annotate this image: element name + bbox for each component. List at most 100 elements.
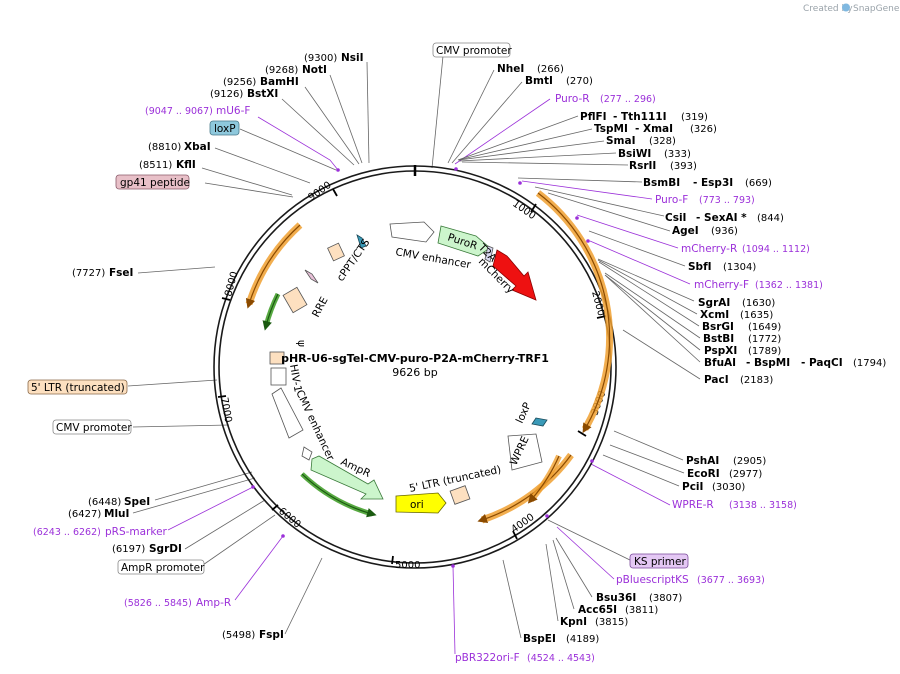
- primer-label: pBluescriptKS: [616, 574, 689, 586]
- boxed-label-cmv-promoter-left: CMV promoter: [56, 422, 132, 434]
- enzyme-label: RsrII: [629, 160, 656, 172]
- enzyme-label: SgrAI: [698, 297, 730, 309]
- green-arc-left-arrow: [262, 293, 279, 331]
- loxp-top-shape: [356, 234, 367, 249]
- boxed-label-ks-primer: KS primer: [634, 556, 686, 568]
- enzyme-label: PacI: [704, 374, 729, 386]
- primer-range: (5826 .. 5845): [124, 598, 192, 609]
- feature-hiv: HIV-1: [287, 363, 304, 393]
- enzyme-pos: (9256): [223, 77, 256, 88]
- enzyme-label: XcmI: [700, 309, 729, 321]
- enzyme-label: EcoRI: [687, 468, 720, 480]
- orange-arc-small-arrow: [527, 455, 560, 504]
- tick-label: 1000: [510, 198, 537, 222]
- enzyme-pos: (1794): [853, 358, 886, 369]
- enzyme-pos: (1304): [723, 262, 756, 273]
- primer-label: mCherry-R: [681, 243, 737, 255]
- boxed-label-gp41: gp41 peptide: [120, 177, 190, 189]
- feature-cppt: cPPT/CTS: [335, 237, 373, 284]
- enzyme-labels-left: (9300) NsiI (9268) NotI (9256) BamHI (91…: [68, 52, 364, 641]
- enzyme-label: Acc65I: [578, 604, 617, 616]
- enzyme-pos: (3030): [712, 482, 745, 493]
- primer-range: (6243 .. 6262): [33, 527, 101, 538]
- orange-arc-lentiviral-top-arrow: [537, 192, 611, 434]
- enzyme-pos: (319): [681, 112, 708, 123]
- enzyme-label: BstBI: [703, 333, 734, 345]
- enzyme-pos: (8810): [148, 142, 181, 153]
- tick-label: 4000: [509, 512, 536, 536]
- ori-shape: [395, 492, 447, 514]
- primer-labels: Puro-R (277 .. 296) Puro-F (773 .. 793) …: [33, 93, 823, 664]
- enzyme-label: FspI: [259, 629, 284, 641]
- enzyme-labels-right: NheI (266) BmtI (270) PflFI - Tth111I (3…: [497, 63, 886, 645]
- feature-ori: ori: [410, 499, 424, 511]
- feature-rre: RRE: [310, 295, 331, 319]
- t2a-shape: [484, 245, 494, 263]
- enzyme-label: BsrGI: [702, 321, 734, 333]
- primer-range: (773 .. 793): [699, 195, 755, 206]
- tick-label: 6000: [276, 506, 303, 531]
- enzyme-label-extra: - SexAI *: [696, 212, 747, 224]
- enzyme-pos: (8511): [139, 160, 172, 171]
- primer-range: (3138 .. 3158): [729, 500, 797, 511]
- cmv-promoter-small-shape: [301, 446, 313, 461]
- enzyme-label: SbfI: [688, 261, 712, 273]
- leader-lines: [127, 55, 701, 655]
- enzyme-label: BsmBI: [643, 177, 680, 189]
- enzyme-label: BsiWI: [618, 148, 651, 160]
- boxed-label-cmv-promoter-top: CMV promoter: [436, 45, 512, 57]
- enzyme-pos: (669): [745, 178, 772, 189]
- boxed-label-ampr-promoter: AmpR promoter: [121, 562, 205, 574]
- primer-range: (1094 .. 1112): [742, 244, 810, 255]
- primer-range: (9047 .. 9067): [145, 106, 213, 117]
- tick-marks: [217, 188, 607, 565]
- enzyme-label: CsiI: [665, 212, 686, 224]
- cmv-enhancer-top-shape: [389, 221, 435, 243]
- enzyme-pos: (844): [757, 213, 784, 224]
- enzyme-label: SgrDI: [149, 543, 182, 555]
- enzyme-label: PciI: [682, 481, 703, 493]
- tick-label: 7000: [218, 397, 233, 424]
- orange-arc-left-arrow: [245, 224, 301, 309]
- green-arc-ampr-arrow: [301, 473, 377, 518]
- credit-text: Created by: [803, 4, 853, 14]
- enzyme-label: BmtI: [525, 75, 553, 87]
- enzyme-label: XbaI: [184, 141, 211, 153]
- credit-brand: SnapGene: [853, 4, 900, 14]
- enzyme-pos: (328): [649, 136, 676, 147]
- ampr-shape: [310, 455, 384, 500]
- enzyme-pos: (1635): [740, 310, 773, 321]
- primer-label: Puro-F: [655, 194, 688, 206]
- enzyme-pos: (9300): [304, 53, 337, 64]
- enzyme-pos: (393): [670, 161, 697, 172]
- enzyme-pos: (1772): [748, 334, 781, 345]
- enzyme-pos: (1649): [748, 322, 781, 333]
- enzyme-label: FseI: [109, 267, 133, 279]
- enzyme-pos: (2905): [733, 456, 766, 467]
- puror-shape: [437, 225, 491, 257]
- enzyme-label: BstXI: [247, 88, 278, 100]
- primer-label: mU6-F: [216, 105, 250, 117]
- mcherry-shape: [492, 249, 537, 301]
- enzyme-pos: (5498): [222, 630, 255, 641]
- tick-label: 9000: [306, 180, 333, 204]
- enzyme-label: BamHI: [260, 76, 299, 88]
- primer-range: (3677 .. 3693): [697, 575, 765, 586]
- enzyme-pos: (4189): [566, 634, 599, 645]
- primer-label: pBR322ori-F: [455, 652, 520, 664]
- enzyme-pos: (326): [690, 124, 717, 135]
- boxed-label-5ltr: 5' LTR (truncated): [31, 382, 125, 394]
- enzyme-pos: (2183): [740, 375, 773, 386]
- primer-range: (277 .. 296): [600, 94, 656, 105]
- enzyme-label: NotI: [302, 64, 327, 76]
- primer-label: WPRE-R: [672, 499, 714, 511]
- primer-label: Puro-R: [555, 93, 590, 105]
- feature-loxp: loxP: [514, 401, 534, 426]
- enzyme-pos: (9126): [210, 89, 243, 100]
- enzyme-label-extra: - XmaI: [635, 123, 673, 135]
- plasmid-size: 9626 bp: [392, 366, 437, 379]
- cmv-enhancer-left-shape: [271, 387, 304, 439]
- primer-range: (1362 .. 1381): [755, 280, 823, 291]
- enzyme-label: SmaI: [606, 135, 636, 147]
